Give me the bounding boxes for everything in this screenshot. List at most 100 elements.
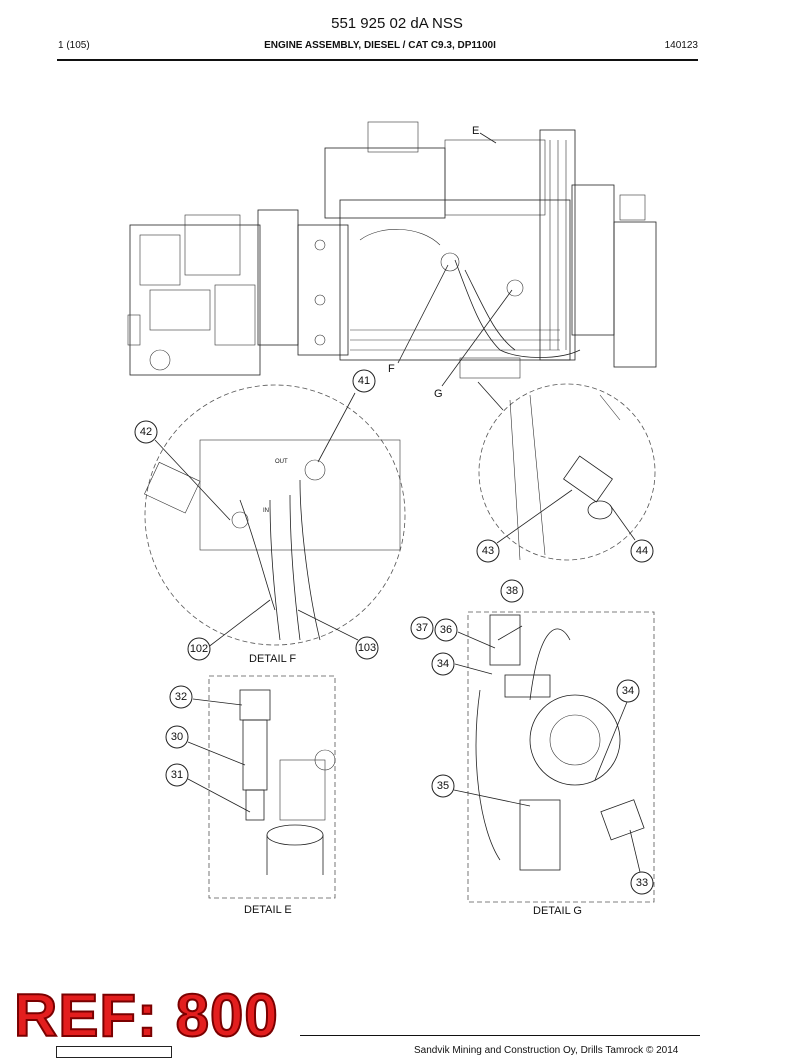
- pump-cluster-outline: [129, 224, 261, 376]
- leader-102: [206, 599, 271, 649]
- callout-44: 44: [630, 539, 654, 563]
- fitting-g: [506, 279, 524, 297]
- detail-g-fitting: [600, 799, 645, 841]
- pump-port: [149, 349, 171, 371]
- callout-102: 102: [187, 637, 211, 661]
- detail-e-elbow: [239, 689, 271, 721]
- air-intake: [367, 121, 419, 153]
- pump-block-d: [214, 284, 256, 346]
- detail-f-hose-b: [289, 494, 301, 641]
- engine-block: [339, 199, 571, 361]
- svg-text:34: 34: [622, 685, 634, 697]
- leader-103: [297, 609, 359, 641]
- callout-42: 42: [134, 420, 158, 444]
- leader-30: [187, 741, 246, 766]
- detail-f-fitting-out: [304, 459, 326, 481]
- detail-marker-e: E: [472, 125, 479, 137]
- oil-filter: [459, 357, 521, 379]
- arrow-to-detail-43: [477, 381, 504, 411]
- callout-38: 38: [500, 579, 524, 603]
- svg-text:32: 32: [175, 691, 187, 703]
- leader-34-left: [454, 663, 493, 675]
- bolt-a: [314, 239, 326, 251]
- ref-stamp: REF: 800: [13, 982, 279, 1049]
- callout-35: 35: [431, 774, 455, 798]
- leader-32: [192, 698, 243, 706]
- svg-text:43: 43: [482, 545, 494, 557]
- page-title: ENGINE ASSEMBLY, DIESEL / CAT C9.3, DP11…: [264, 40, 496, 51]
- aftercooler: [571, 184, 615, 336]
- svg-text:34: 34: [437, 658, 449, 670]
- pump-side-fitting: [127, 314, 141, 346]
- svg-text:41: 41: [358, 375, 370, 387]
- detail-g-belt: [529, 628, 571, 701]
- callout-34-left: 34: [431, 652, 455, 676]
- detail-f-hose-d: [239, 499, 276, 611]
- turbo-assembly: [324, 147, 446, 219]
- cylinder-head: [444, 139, 546, 216]
- hose-loop-inner: [464, 269, 516, 351]
- svg-text:103: 103: [358, 642, 376, 654]
- detail-e-view: [187, 675, 336, 899]
- detail-f-fitting: [231, 511, 249, 529]
- leader-e: [479, 132, 497, 144]
- marking-out: OUT: [275, 459, 288, 465]
- leader-34-right: [594, 701, 628, 781]
- detail-g-pulley: [529, 694, 621, 786]
- leader-41: [317, 392, 356, 463]
- marking-in: IN: [263, 508, 269, 514]
- fitting-f: [440, 252, 460, 272]
- svg-text:102: 102: [190, 643, 208, 655]
- detail-e-bracket: [279, 759, 326, 821]
- callout-31: 31: [165, 763, 189, 787]
- pump-block-b: [184, 214, 241, 276]
- engine-illustration: [127, 121, 657, 379]
- callout-32: 32: [169, 685, 193, 709]
- page-number: 1 (105): [58, 40, 90, 51]
- callout-41: 41: [352, 369, 376, 393]
- document-number: 551 925 02 dA NSS: [331, 15, 463, 32]
- document-code: 140123: [664, 40, 698, 51]
- detail-f-hose-c: [299, 479, 321, 641]
- pump-block-a: [139, 234, 181, 286]
- callout-34-right: 34: [616, 679, 640, 703]
- caption-detail-e: DETAIL E: [244, 904, 292, 916]
- svg-text:42: 42: [140, 426, 152, 438]
- header-rule: [57, 59, 698, 61]
- leader-f: [397, 264, 449, 364]
- detail-g-block: [504, 674, 551, 698]
- detail-f-view: OUT IN: [144, 384, 406, 649]
- detail-43-44-fitting: [563, 455, 613, 503]
- leader-43: [496, 489, 573, 544]
- callout-33: 33: [630, 871, 654, 895]
- bolt-b: [314, 294, 326, 306]
- adapter-plate: [297, 224, 349, 356]
- detail-g-valve: [489, 614, 521, 666]
- callout-37: 37: [410, 616, 434, 640]
- leader-44: [609, 504, 636, 541]
- detail-g-filter-head: [519, 799, 561, 871]
- leader-36: [457, 631, 496, 649]
- radiator-core: [613, 221, 657, 368]
- svg-text:38: 38: [506, 585, 518, 597]
- svg-text:33: 33: [636, 877, 648, 889]
- detail-e-boundary: [208, 675, 336, 899]
- detail-f-manifold: [199, 439, 401, 551]
- flywheel-housing: [257, 209, 299, 346]
- leader-35: [453, 789, 531, 807]
- callout-30: 30: [165, 725, 189, 749]
- detail-e-nipple: [245, 789, 265, 821]
- detail-e-cup-top: [266, 824, 324, 846]
- callout-103: 103: [355, 636, 379, 660]
- detail-e-cup-sides: [266, 835, 324, 875]
- detail-f-boundary: [144, 384, 406, 646]
- leader-38: [497, 625, 523, 641]
- pump-block-c: [149, 289, 211, 331]
- detail-43-44-view: [478, 383, 656, 561]
- detail-e-adapter: [242, 719, 268, 791]
- fan-shroud: [539, 129, 576, 361]
- svg-text:44: 44: [636, 545, 648, 557]
- callout-43: 43: [476, 539, 500, 563]
- fan-fins: [549, 140, 567, 350]
